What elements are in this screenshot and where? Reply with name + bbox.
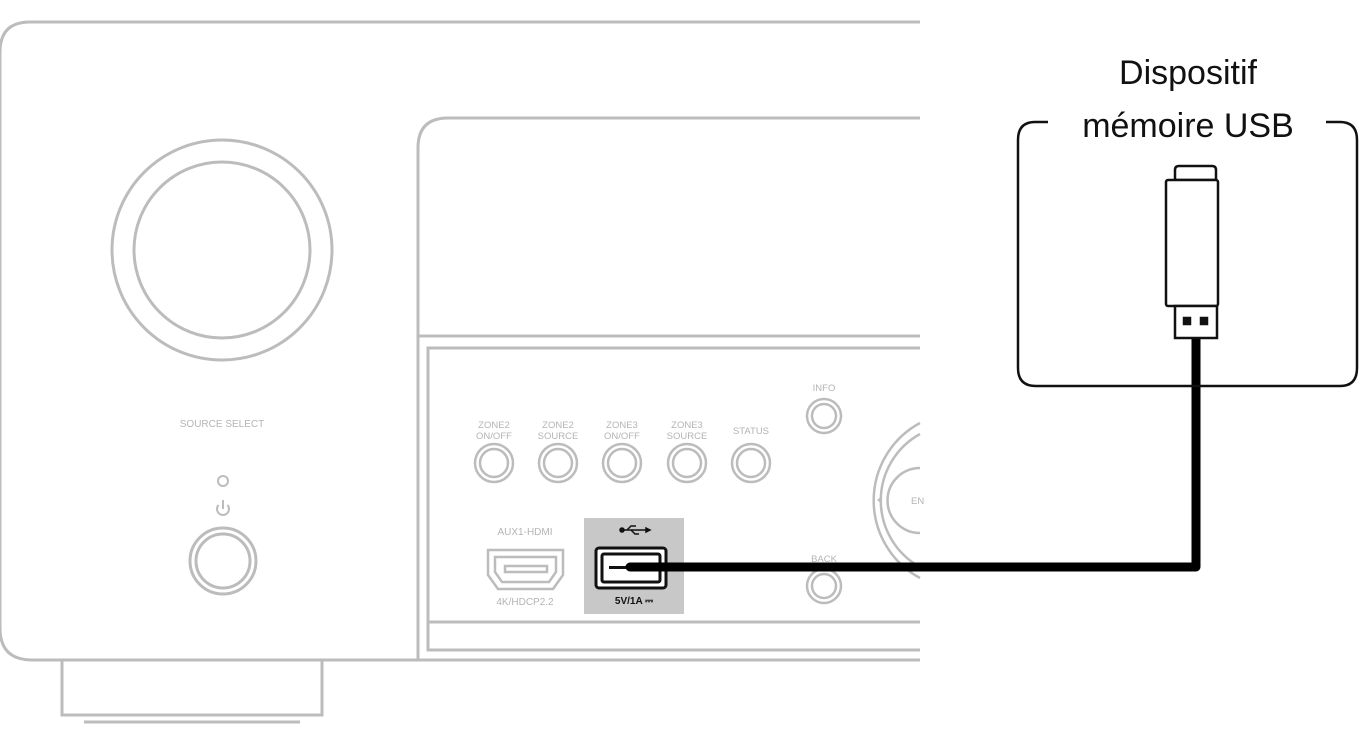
usb-flash-drive-icon xyxy=(1164,164,1220,340)
power-button-outer[interactable] xyxy=(188,526,258,596)
av-receiver xyxy=(0,20,920,724)
zone2-source-button-inner xyxy=(542,447,574,479)
zone2-onoff-label-2: ON/OFF xyxy=(476,431,512,442)
zone3-onoff-label-1: ZONE3 xyxy=(606,420,638,431)
power-indicator-led xyxy=(217,475,229,487)
status-label: STATUS xyxy=(733,426,769,437)
usb-power-label: 5V/1A ⎓ xyxy=(615,596,653,607)
zone2-source-label-1: ZONE2 xyxy=(542,420,574,431)
zone3-source-label-1: ZONE3 xyxy=(671,420,703,431)
zone3-source-button-inner xyxy=(671,447,703,479)
info-button[interactable] xyxy=(805,397,843,435)
zone3-onoff-button[interactable] xyxy=(601,442,643,484)
receiver-outer-outline xyxy=(0,20,920,662)
zone3-onoff-label-2: ON/OFF xyxy=(604,431,640,442)
usb-symbol-icon xyxy=(619,525,652,535)
enter-label-partial: EN xyxy=(911,496,924,507)
zone2-source-button[interactable] xyxy=(537,442,579,484)
hdcp-label: 4K/HDCP2.2 xyxy=(496,597,554,608)
power-icon xyxy=(216,500,230,516)
display-window-frame xyxy=(416,116,920,660)
info-button-inner xyxy=(810,402,838,430)
receiver-foot xyxy=(60,660,324,717)
dial-left-arrow-icon xyxy=(877,496,882,504)
source-select-knob-inner[interactable] xyxy=(132,160,312,340)
usb-device-callout: Dispositif mémoire USB xyxy=(1016,54,1359,388)
callout-frame xyxy=(1016,120,1359,388)
source-select-knob-outer[interactable] xyxy=(110,138,334,362)
zone2-onoff-button[interactable] xyxy=(473,442,515,484)
power-button-inner[interactable] xyxy=(194,532,252,590)
callout-title-line1: Dispositif xyxy=(1119,54,1257,92)
zone3-source-button[interactable] xyxy=(666,442,708,484)
zone3-source-label-2: SOURCE xyxy=(667,431,708,442)
zone2-onoff-button-inner xyxy=(478,447,510,479)
back-button-inner xyxy=(810,572,838,600)
usb-cable xyxy=(625,333,1201,572)
status-button-inner xyxy=(735,447,767,479)
callout-title-line2: mémoire USB xyxy=(1082,107,1294,145)
zone3-onoff-button-inner xyxy=(606,447,638,479)
control-panel-frame xyxy=(426,346,920,652)
back-label: BACK xyxy=(811,554,838,565)
zone-button-row: ZONE2 ON/OFF ZONE2 SOURCE ZONE3 ON/OFF Z… xyxy=(473,420,772,484)
aux1-hdmi-label: AUX1-HDMI xyxy=(497,527,552,538)
source-select-label: SOURCE SELECT xyxy=(180,419,264,430)
zone2-source-label-2: SOURCE xyxy=(538,431,579,442)
status-button[interactable] xyxy=(730,442,772,484)
info-label: INFO xyxy=(813,383,836,394)
hdmi-port[interactable] xyxy=(486,548,565,591)
zone2-onoff-label-1: ZONE2 xyxy=(478,420,510,431)
